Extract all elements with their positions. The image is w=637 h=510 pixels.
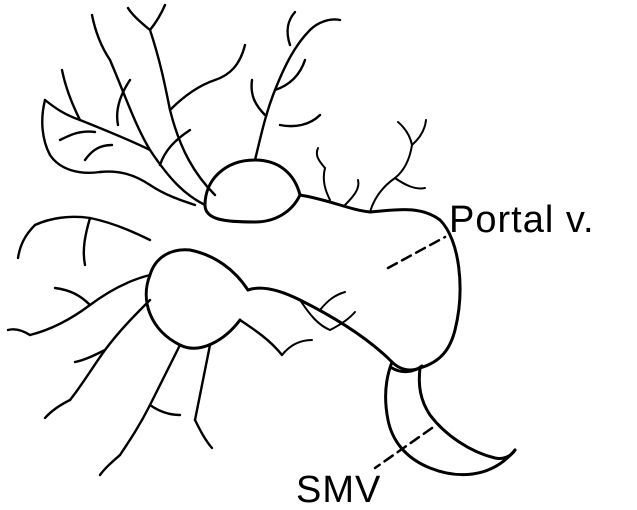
- lower-hepatic-branches: [8, 217, 282, 475]
- right-small-branches: [317, 120, 426, 212]
- smv-leader: [375, 428, 432, 468]
- left-hepatic-branches: [42, 5, 245, 205]
- label-leader-lines: [375, 237, 445, 468]
- portal-vein-leader: [388, 237, 445, 268]
- right-upper-branches: [252, 12, 340, 160]
- smv-label: SMV: [296, 471, 381, 509]
- portal-vein-label: Portal v.: [449, 201, 595, 239]
